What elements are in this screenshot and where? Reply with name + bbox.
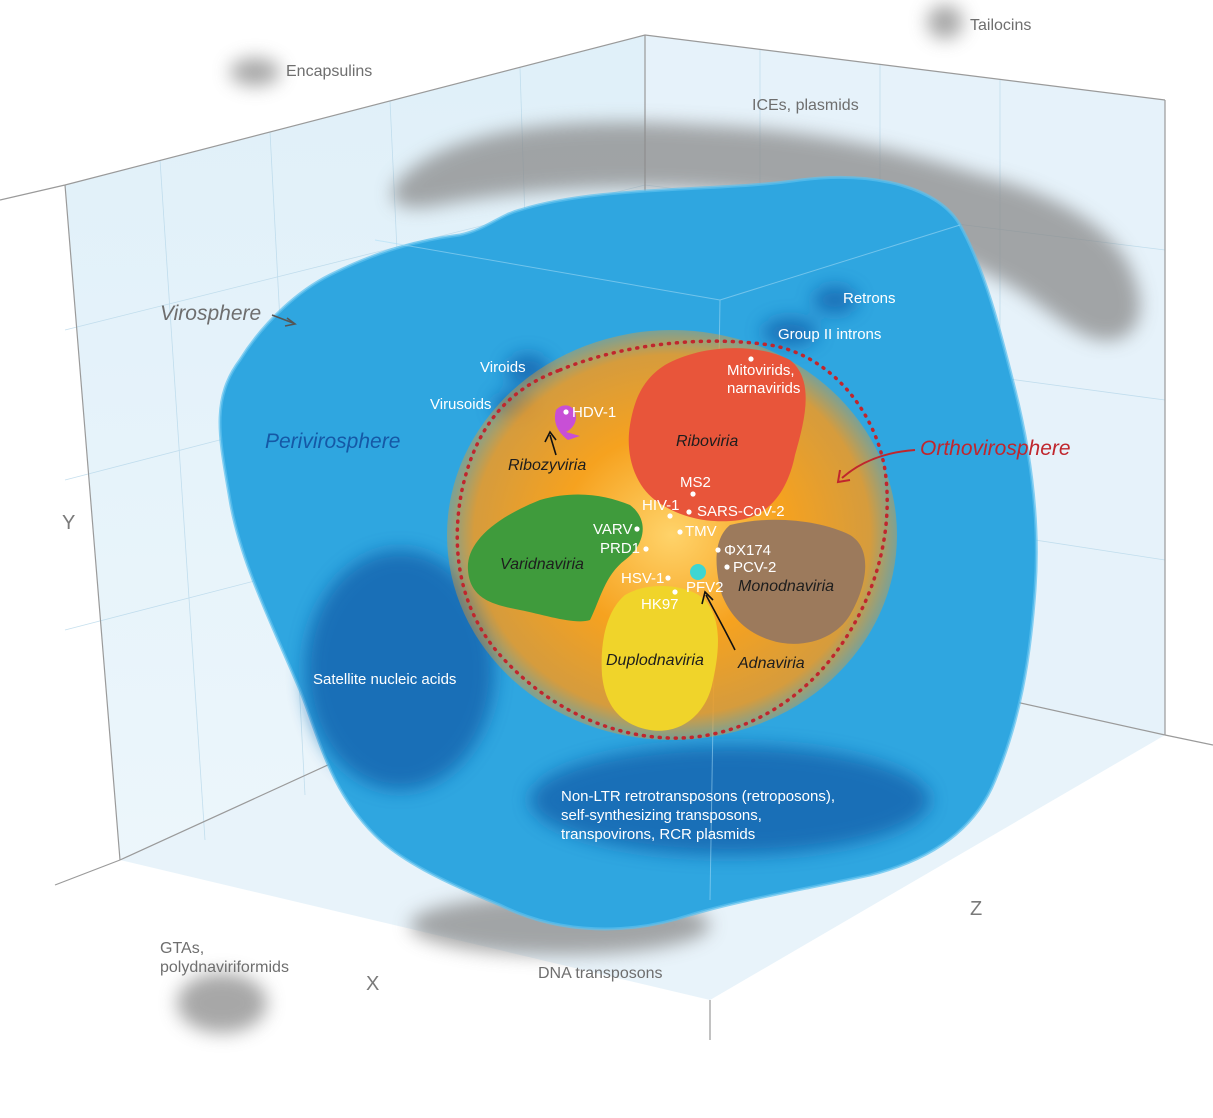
virusoids-label: Virusoids bbox=[430, 396, 492, 413]
adnaviria-blob bbox=[690, 564, 706, 580]
retro-label-line3: transpovirons, RCR plasmids bbox=[561, 826, 756, 843]
monodnaviria-label: Monodnaviria bbox=[738, 578, 835, 595]
ms2-label: MS2 bbox=[680, 474, 711, 491]
realm-blobs bbox=[467, 348, 866, 731]
dna-transposons-label: DNA transposons bbox=[538, 965, 663, 982]
group2-introns-label: Group II introns bbox=[778, 326, 882, 343]
mitovirids-label-line1: Mitovirids, bbox=[727, 362, 795, 379]
hsv1-label: HSV-1 bbox=[621, 570, 665, 587]
phix174-label: ΦX174 bbox=[724, 542, 771, 559]
tailocins-label: Tailocins bbox=[970, 17, 1032, 34]
hiv1-label: HIV-1 bbox=[642, 497, 680, 514]
satellite-label: Satellite nucleic acids bbox=[313, 671, 457, 688]
hk97-label: HK97 bbox=[641, 596, 679, 613]
ices-plasmids-label: ICEs, plasmids bbox=[752, 97, 859, 114]
ribozyviria-label: Ribozyviria bbox=[508, 457, 587, 474]
axis-x-label: X bbox=[366, 973, 380, 995]
varv-label: VARV bbox=[593, 521, 633, 538]
arrows bbox=[271, 314, 916, 651]
pfv2-label: PFV2 bbox=[686, 579, 724, 596]
adnaviria-label: Adnaviria bbox=[738, 655, 805, 672]
gtas-label-line2: polydnaviriformids bbox=[160, 959, 289, 976]
axis-y-label: Y bbox=[62, 512, 76, 534]
retro-label-line1: Non-LTR retrotransposons (retroposons), bbox=[561, 788, 835, 805]
mitovirids-label-line2: narnavirids bbox=[727, 380, 801, 397]
axis-z-label: Z bbox=[970, 898, 983, 920]
sarscov2-label: SARS-CoV-2 bbox=[697, 503, 785, 520]
pcv2-label: PCV-2 bbox=[733, 559, 777, 576]
ribozyviria-blob bbox=[554, 405, 580, 440]
virus-dots bbox=[563, 356, 754, 595]
retrons-label: Retrons bbox=[843, 290, 896, 307]
prd1-label: PRD1 bbox=[600, 540, 641, 557]
riboviria-label: Riboviria bbox=[676, 433, 739, 450]
tmv-label: TMV bbox=[685, 523, 717, 540]
orthovirosphere-label: Orthovirosphere bbox=[920, 437, 1071, 460]
encapsulins-label: Encapsulins bbox=[286, 63, 373, 80]
monodnaviria-blob bbox=[716, 519, 866, 644]
duplodnaviria-label: Duplodnaviria bbox=[606, 652, 704, 669]
hdv1-label: HDV-1 bbox=[572, 404, 617, 421]
virosphere-label: Virosphere bbox=[160, 302, 262, 325]
viroids-label: Viroids bbox=[480, 359, 526, 376]
gtas-label-line1: GTAs, bbox=[160, 940, 205, 957]
retro-label-line2: self-synthesizing transposons, bbox=[561, 807, 762, 824]
duplodnaviria-blob bbox=[601, 585, 718, 731]
riboviria-blob bbox=[628, 348, 806, 522]
varidnaviria-label: Varidnaviria bbox=[500, 556, 584, 573]
perivirosphere-label: Perivirosphere bbox=[265, 430, 401, 453]
varidnaviria-blob bbox=[467, 494, 643, 622]
